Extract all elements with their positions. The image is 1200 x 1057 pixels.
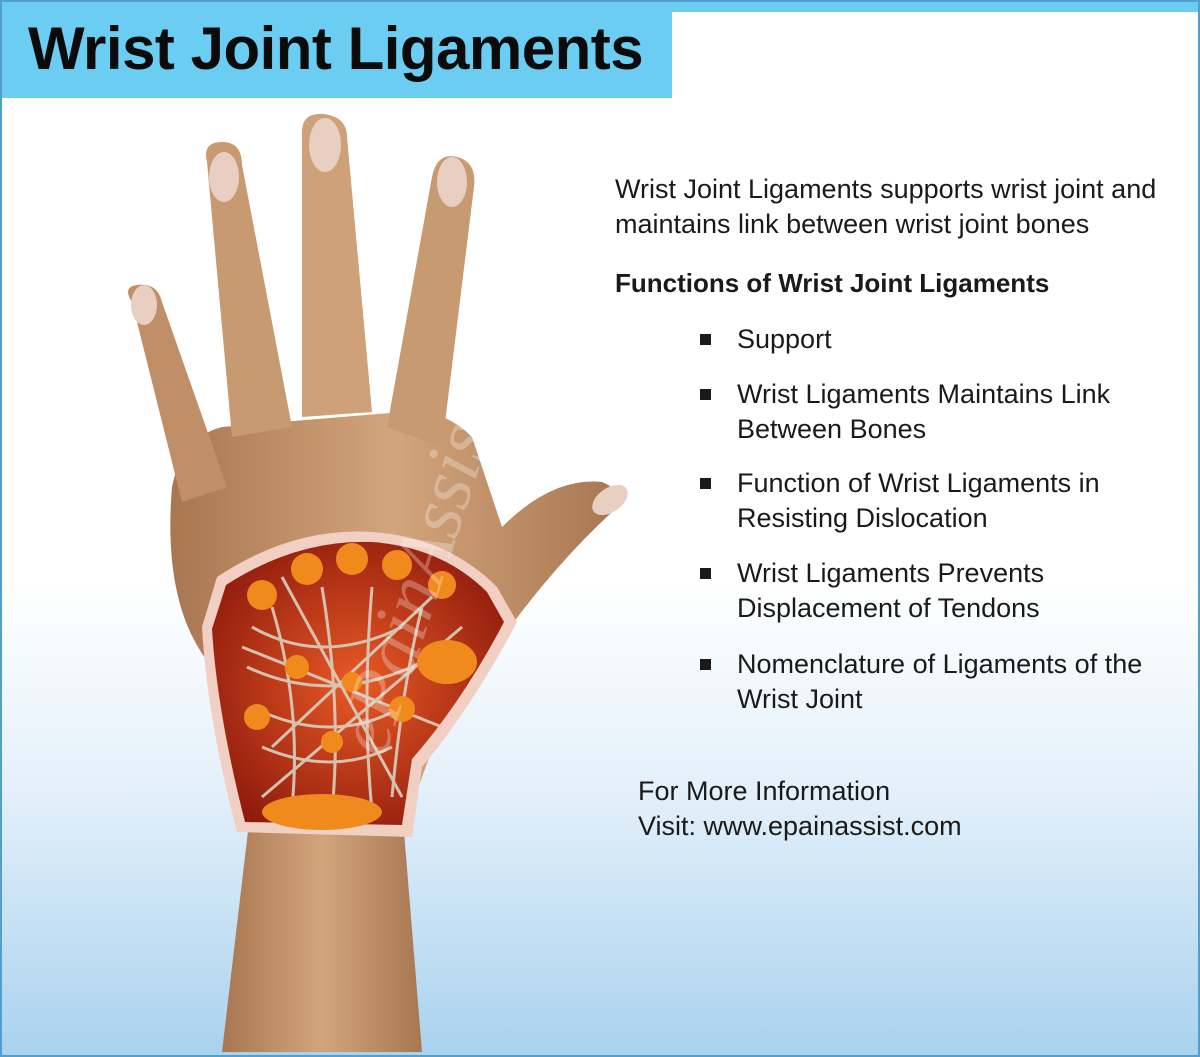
forearm: [222, 797, 422, 1052]
nail-ring: [209, 152, 239, 202]
function-item-nomenclature: Nomenclature of Ligaments of the Wrist J…: [697, 647, 1187, 717]
functions-heading: Functions of Wrist Joint Ligaments: [615, 268, 1050, 298]
bullet-icon: [700, 389, 711, 400]
function-item-label: Function of Wrist Ligaments in Resisting…: [737, 468, 1100, 533]
nail-little: [131, 285, 157, 325]
middle-finger: [302, 113, 372, 418]
title-bar: Wrist Joint Ligaments: [2, 2, 672, 98]
hand-illustration: ePainAssist.com: [102, 107, 642, 1052]
function-item-label: Wrist Ligaments Prevents Displacement of…: [737, 558, 1045, 623]
more-info-website[interactable]: Visit: www.epainassist.com: [638, 811, 962, 841]
function-item-support: Support: [697, 322, 1187, 357]
bullet-icon: [700, 334, 711, 345]
ligament-fibres: [241, 576, 463, 813]
nail-thumb: [592, 484, 628, 516]
ring-finger: [206, 142, 292, 437]
function-item-label: Wrist Ligaments Maintains Link Between B…: [737, 379, 1111, 444]
function-item-label: Nomenclature of Ligaments of the Wrist J…: [737, 649, 1143, 714]
nail-index: [437, 157, 467, 207]
function-item-resisting-dislocation: Function of Wrist Ligaments in Resisting…: [697, 466, 1187, 536]
top-accent-strip: [672, 2, 1198, 12]
bullet-icon: [700, 659, 711, 670]
more-info: For More Information Visit: www.epainass…: [638, 774, 962, 844]
functions-list: Support Wrist Ligaments Maintains Link B…: [697, 322, 1187, 717]
index-finger: [387, 156, 475, 447]
function-item-maintains-link: Wrist Ligaments Maintains Link Between B…: [697, 377, 1187, 447]
bone-knobs: [244, 543, 477, 830]
hand-ligament-svg: [128, 113, 628, 1052]
little-finger: [128, 284, 227, 502]
bullet-icon: [700, 478, 711, 489]
page-title: Wrist Joint Ligaments: [28, 15, 644, 82]
more-info-line1: For More Information: [638, 776, 891, 806]
bullet-icon: [700, 568, 711, 579]
intro-text: Wrist Joint Ligaments supports wrist joi…: [615, 174, 1157, 239]
function-item-label: Support: [737, 324, 832, 354]
function-item-prevents-displacement: Wrist Ligaments Prevents Displacement of…: [697, 556, 1187, 626]
nail-middle: [309, 118, 341, 172]
